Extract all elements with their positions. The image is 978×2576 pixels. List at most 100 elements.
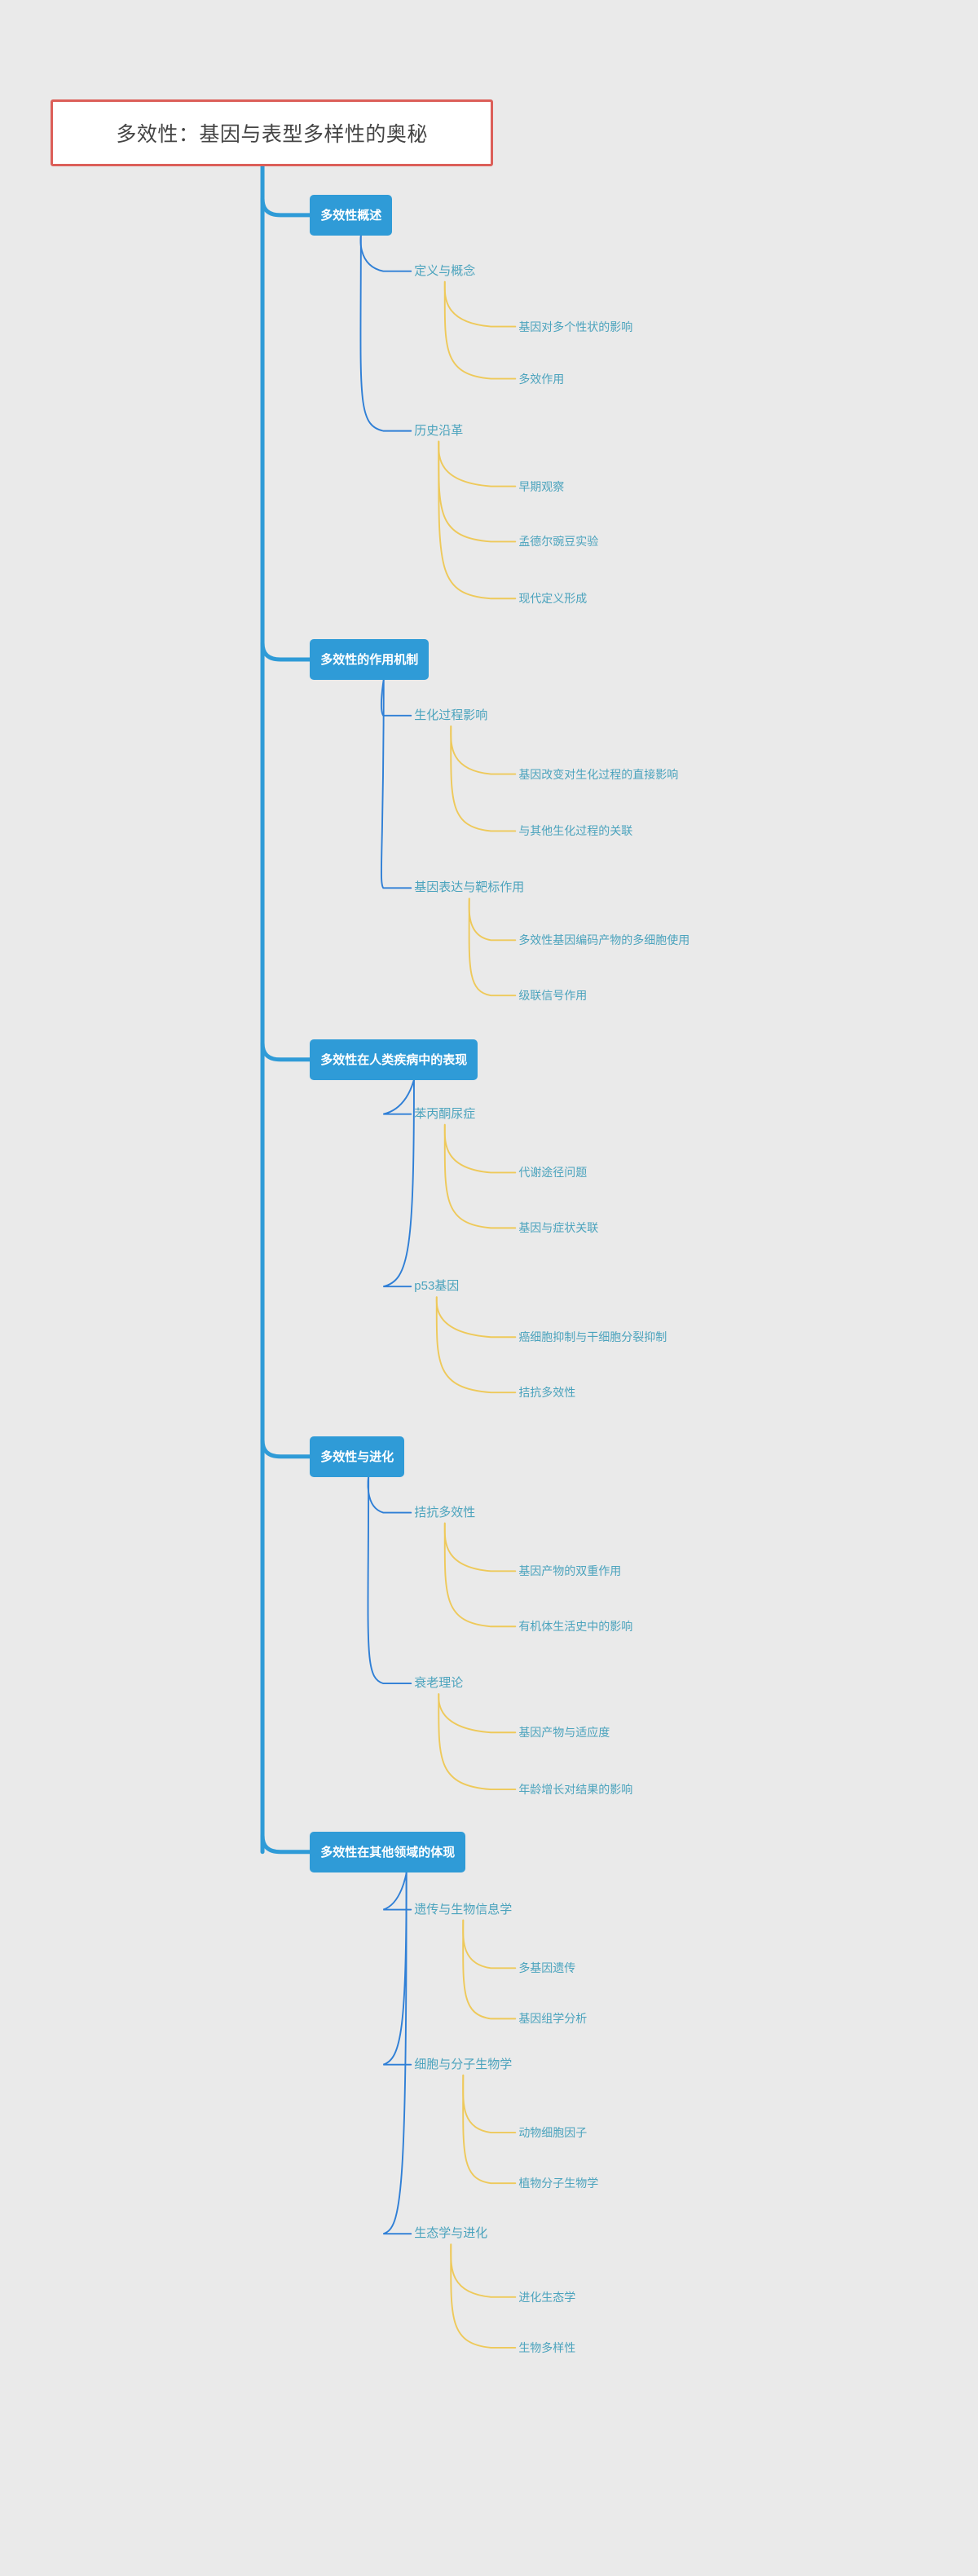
subtopic-node[interactable]: 遗传与生物信息学 (414, 1903, 512, 1916)
leaf-node[interactable]: 有机体生活史中的影响 (518, 1621, 632, 1632)
topic-node[interactable]: 多效性概述 (310, 194, 393, 236)
topic-node[interactable]: 多效性与进化 (310, 1436, 405, 1477)
leaf-node[interactable]: 基因改变对生化过程的直接影响 (518, 769, 678, 780)
leaf-node[interactable]: 早期观察 (518, 481, 564, 492)
connector (443, 1123, 517, 1229)
leaf-node-label: 多基因遗传 (518, 1961, 576, 1975)
leaf-node-label: 基因对多个性状的影响 (518, 320, 633, 333)
topic-node[interactable]: 多效性在其他领域的体现 (310, 1831, 466, 1872)
topic-node[interactable]: 多效性在人类疾病中的表现 (310, 1039, 478, 1081)
root-title-label: 多效性：基因与表型多样性的奥秘 (116, 122, 428, 146)
leaf-node-label: 拮抗多效性 (518, 1386, 576, 1400)
connector (443, 1123, 517, 1174)
leaf-node[interactable]: 年龄增长对结果的影响 (518, 1784, 632, 1795)
leaf-node-label: 早期观察 (518, 479, 565, 493)
leaf-node[interactable]: 基因组学分析 (518, 2013, 587, 2024)
topic-node-label: 多效性与进化 (320, 1450, 394, 1465)
connector (260, 1833, 312, 1855)
connector (462, 1919, 517, 1969)
subtopic-node-label: p53基因 (414, 1279, 460, 1294)
subtopic-node[interactable]: 衰老理论 (414, 1677, 463, 1689)
subtopic-node-label: 细胞与分子生物学 (414, 2057, 513, 2071)
topic-node-label: 多效性的作用机制 (320, 653, 419, 668)
connector (462, 2074, 517, 2185)
connector (382, 1872, 412, 1911)
leaf-node-label: 动物细胞因子 (518, 2126, 588, 2140)
leaf-node[interactable]: 基因对多个性状的影响 (518, 321, 632, 333)
subtopic-node-label: 拮抗多效性 (414, 1505, 476, 1520)
leaf-node-label: 现代定义形成 (518, 592, 588, 606)
subtopic-node[interactable]: 历史沿革 (414, 425, 463, 437)
leaf-node[interactable]: 级联信号作用 (518, 990, 587, 1001)
leaf-node[interactable]: 基因与症状关联 (518, 1222, 598, 1233)
leaf-node-label: 基因改变对生化过程的直接影响 (518, 767, 679, 781)
topic-node[interactable]: 多效性的作用机制 (310, 638, 430, 681)
subtopic-node-label: 遗传与生物信息学 (414, 1902, 513, 1917)
connector (435, 1296, 517, 1394)
connector (381, 679, 412, 889)
connector (462, 2074, 517, 2134)
subtopic-node[interactable]: 基因表达与靶标作用 (414, 881, 524, 893)
connector (382, 1872, 412, 2066)
subtopic-node-label: 生态学与进化 (414, 2226, 488, 2241)
leaf-node[interactable]: 基因产物与适应度 (518, 1727, 610, 1738)
leaf-node[interactable]: 基因产物的双重作用 (518, 1565, 621, 1577)
connector (359, 235, 412, 432)
leaf-node[interactable]: 多效作用 (518, 373, 564, 385)
leaf-node[interactable]: 多效性基因编码产物的多细胞使用 (518, 934, 689, 946)
connector (260, 1041, 312, 1062)
leaf-node-label: 与其他生化过程的关联 (518, 824, 633, 838)
leaf-node-label: 孟德尔豌豆实验 (518, 535, 599, 549)
subtopic-node-label: 衰老理论 (414, 1676, 464, 1691)
topic-node-label: 多效性概述 (320, 209, 382, 223)
leaf-node[interactable]: 拮抗多效性 (518, 1387, 575, 1398)
connector (438, 1693, 517, 1791)
subtopic-node[interactable]: 生态学与进化 (414, 2227, 487, 2239)
subtopic-node[interactable]: 细胞与分子生物学 (414, 2058, 512, 2071)
connector (383, 1079, 415, 1288)
leaf-node[interactable]: 孟德尔豌豆实验 (518, 536, 598, 547)
subtopic-node[interactable]: 定义与概念 (414, 265, 475, 277)
leaf-node-label: 生物多样性 (518, 2340, 576, 2354)
connector (450, 2243, 517, 2298)
connector (260, 196, 312, 218)
leaf-node-label: 基因产物的双重作用 (518, 1564, 622, 1578)
leaf-node[interactable]: 代谢途径问题 (518, 1167, 587, 1178)
connector (383, 1079, 415, 1115)
leaf-node-label: 进化生态学 (518, 2290, 576, 2304)
connector (367, 1476, 412, 1514)
leaf-node-label: 多效性基因编码产物的多细胞使用 (518, 933, 690, 947)
leaf-node[interactable]: 现代定义形成 (518, 593, 587, 604)
connector (450, 2243, 517, 2349)
connector (438, 1693, 517, 1734)
subtopic-node[interactable]: 生化过程影响 (414, 709, 487, 721)
leaf-node[interactable]: 进化生态学 (518, 2291, 575, 2303)
connector (443, 1522, 517, 1573)
subtopic-node[interactable]: 苯丙酮尿症 (414, 1108, 475, 1120)
connector (443, 280, 517, 380)
root-title-box[interactable]: 多效性：基因与表型多样性的奥秘 (51, 99, 494, 166)
connector (443, 1522, 517, 1628)
connector (435, 1296, 517, 1339)
topic-node-label: 多效性在其他领域的体现 (320, 1846, 456, 1860)
subtopic-node-label: 苯丙酮尿症 (414, 1106, 476, 1121)
leaf-node[interactable]: 癌细胞抑制与干细胞分裂抑制 (518, 1331, 667, 1343)
leaf-node[interactable]: 多基因遗传 (518, 1962, 575, 1974)
subtopic-node-label: 历史沿革 (414, 423, 464, 438)
leaf-node-label: 多效作用 (518, 372, 565, 386)
leaf-node-label: 基因与症状关联 (518, 1221, 599, 1235)
leaf-node[interactable]: 生物多样性 (518, 2342, 575, 2353)
connector (462, 1919, 517, 2020)
topic-node-label: 多效性在人类疾病中的表现 (320, 1053, 468, 1068)
leaf-node[interactable]: 植物分子生物学 (518, 2177, 598, 2189)
connector (367, 1476, 412, 1685)
subtopic-node-label: 基因表达与靶标作用 (414, 880, 525, 895)
connector (260, 641, 312, 662)
connector (438, 440, 517, 543)
leaf-node[interactable]: 与其他生化过程的关联 (518, 825, 632, 836)
leaf-node[interactable]: 动物细胞因子 (518, 2127, 587, 2138)
subtopic-node[interactable]: 拮抗多效性 (414, 1506, 475, 1519)
subtopic-node[interactable]: p53基因 (414, 1280, 459, 1292)
